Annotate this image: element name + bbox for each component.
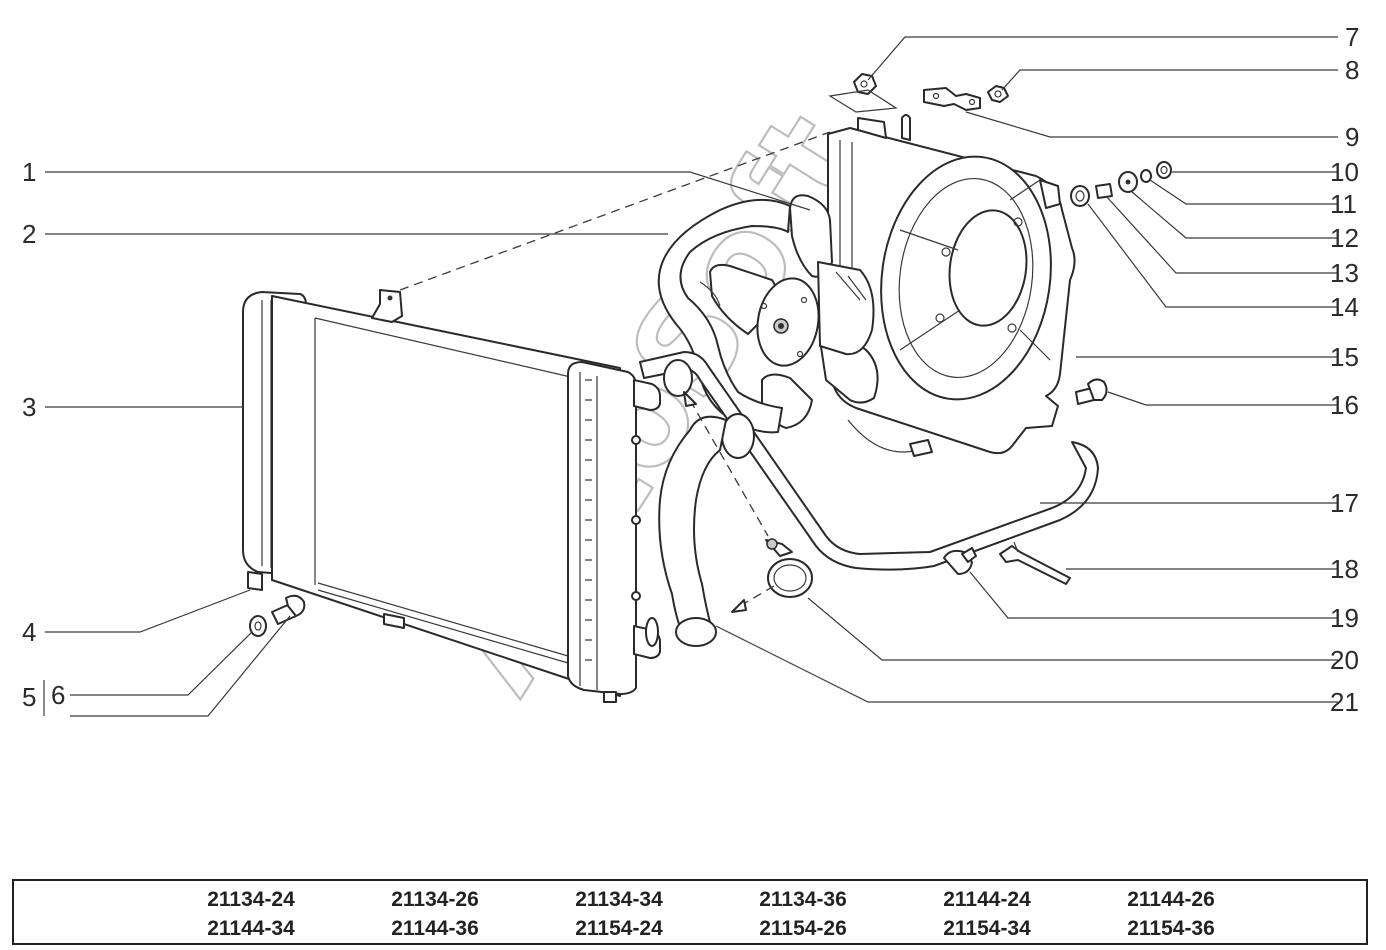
leader-lines (43, 36, 1338, 717)
callout-labels: 1 2 3 4 5 6 7 8 9 10 11 12 13 14 15 16 1… (22, 22, 1359, 717)
model-cell: 21144-24 (943, 888, 1031, 911)
callout-17: 17 (1330, 488, 1359, 518)
callout-18: 18 (1330, 554, 1359, 584)
callout-12: 12 (1330, 223, 1359, 253)
callout-7: 7 (1345, 22, 1359, 52)
nut-8 (987, 85, 1009, 103)
model-cell: 21134-24 (207, 888, 295, 911)
fan-assembly (709, 194, 879, 429)
assembly-arrow-1 (689, 399, 769, 537)
callout-19: 19 (1330, 603, 1359, 633)
callout-3: 3 (22, 392, 36, 422)
callout-15: 15 (1330, 342, 1359, 372)
model-cell: 21154-24 (575, 917, 663, 940)
callout-6: 6 (51, 680, 65, 710)
model-cell: 21134-34 (575, 888, 663, 911)
callout-21: 21 (1330, 687, 1359, 717)
model-cell: 21134-36 (759, 888, 847, 911)
temperature-sensor (999, 541, 1071, 585)
radiator (242, 289, 661, 703)
assembly-arrowhead-1 (683, 391, 697, 407)
callout-4: 4 (22, 617, 36, 647)
callout-9: 9 (1345, 122, 1359, 152)
bracket-9 (923, 87, 981, 111)
parts-diagram: AutoSoft (22, 22, 1359, 718)
callout-5: 5 (22, 682, 36, 712)
callout-16: 16 (1330, 390, 1359, 420)
model-cell: 21144-26 (1127, 888, 1215, 911)
callout-2: 2 (22, 219, 36, 249)
model-cell: 21154-36 (1127, 917, 1215, 940)
model-cell: 21154-26 (759, 917, 847, 940)
callout-1: 1 (22, 157, 36, 187)
model-cell: 21134-26 (391, 888, 479, 911)
assembly-line-bracket (399, 131, 831, 291)
model-applicability-table: 21134-24 21134-26 21134-34 21134-36 2114… (12, 879, 1368, 945)
callout-10: 10 (1330, 157, 1359, 187)
callout-13: 13 (1330, 258, 1359, 288)
assembly-arrowhead-2 (731, 599, 747, 613)
assembly-arrow-2 (739, 585, 775, 607)
model-cell: 21154-34 (943, 917, 1031, 940)
upper-hose (657, 198, 791, 434)
callout-11: 11 (1330, 189, 1357, 219)
fan-shroud (827, 114, 1076, 457)
callout-8: 8 (1345, 55, 1359, 85)
sensor-clip (943, 547, 977, 575)
drain-washer (249, 615, 267, 637)
bolt-16 (1075, 378, 1108, 405)
model-cell: 21144-36 (391, 917, 479, 940)
nut-7 (828, 73, 898, 113)
model-cell: 21144-34 (207, 917, 295, 940)
fastener-set (1039, 161, 1172, 209)
lower-hose (645, 359, 755, 647)
callout-14: 14 (1330, 292, 1359, 322)
hose-clamp (765, 538, 813, 598)
bypass-tube (639, 351, 1099, 571)
callout-20: 20 (1330, 645, 1359, 675)
drain-plug (271, 594, 306, 625)
